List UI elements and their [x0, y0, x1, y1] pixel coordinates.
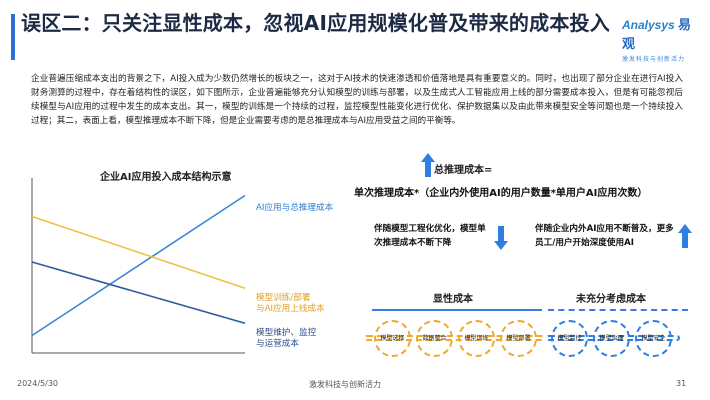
logo-slogan: 激发科技与创新活力	[622, 56, 686, 63]
note-left: 伴随模型工程化优化，模型单次推理成本不断下降	[374, 224, 486, 248]
arrow-down-icon	[494, 226, 508, 250]
hidden-cost-item: 模型监控	[551, 320, 588, 357]
line-blue-label: AI应用与总推理成本	[256, 203, 334, 213]
cost-structure-chart	[31, 178, 246, 354]
line-orange-label: 模型训练/部署 与AI应用上线成本	[256, 293, 325, 314]
logo-cn: 易观	[622, 17, 692, 51]
explicit-cost-item: 模型部署	[500, 320, 537, 357]
series-line-ai-inference	[31, 194, 246, 337]
chart-title: 企业AI应用投入成本结构示意	[100, 172, 232, 183]
logo-text: Analysys	[622, 18, 675, 32]
series-line-training-deploy	[31, 215, 246, 290]
explicit-cost-label: 显性成本	[433, 294, 473, 305]
explicit-cost-item: 模型选择	[374, 320, 411, 357]
hidden-cost-label: 未充分考虑成本	[576, 294, 646, 305]
explicit-cost-divider	[372, 309, 542, 311]
footer-slogan: 激发科技与创新活力	[309, 380, 381, 389]
hidden-cost-item: 模型治理	[593, 320, 630, 357]
hidden-cost-divider	[548, 309, 688, 311]
explicit-cost-item: 数据整合	[416, 320, 453, 357]
title-accent-bar	[11, 14, 15, 60]
formula-expression: 单次推理成本*（企业内外使用AI的用户数量*单用户AI应用次数）	[354, 188, 648, 199]
footer-date: 2024/5/30	[17, 379, 59, 388]
series-line-maintenance	[31, 261, 246, 325]
arrow-up-icon	[678, 224, 692, 248]
line-navy-label: 模型维护、监控 与运营成本	[256, 328, 317, 349]
intro-paragraph: 企业普遍压缩成本支出的背景之下，AI投入成为少数仍然增长的板块之一，这对于AI技…	[31, 74, 683, 126]
explicit-cost-chain	[364, 335, 544, 341]
explicit-cost-item: 模型训练	[458, 320, 495, 357]
note-right: 伴随企业内外AI应用不断普及，更多员工/用户开始深度使用AI	[535, 224, 674, 248]
hidden-cost-item: 模型安全	[635, 320, 672, 357]
brand-logo: Analysys 易观 激发科技与创新活力	[622, 14, 702, 63]
page-title: 误区二：只关注显性成本，忽视AI应用规模化普及带来的成本投入	[21, 11, 610, 35]
page-number: 31	[676, 379, 687, 388]
arrow-up-icon	[421, 153, 435, 177]
formula-title: 总推理成本=	[434, 165, 493, 176]
